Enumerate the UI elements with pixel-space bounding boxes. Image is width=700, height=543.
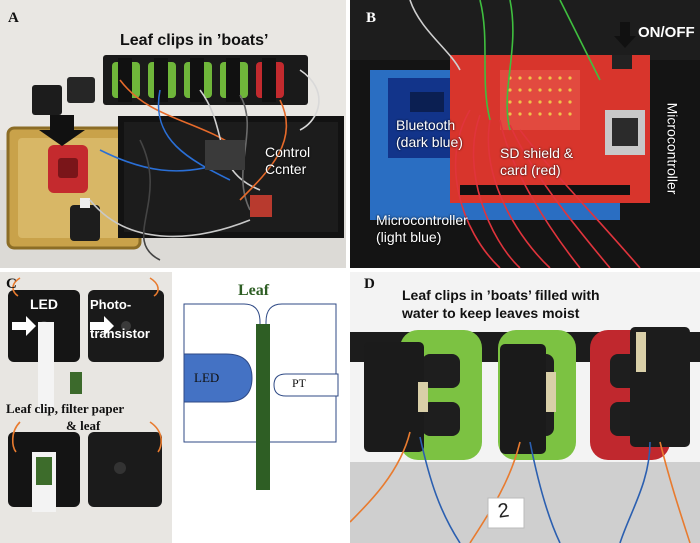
panel-d-title: Leaf clips in ’boats’ filled with water … bbox=[402, 287, 600, 321]
panel-letter-d: D bbox=[364, 276, 375, 292]
panel-d: D Leaf clips in ’boats’ filled with wate… bbox=[350, 272, 700, 543]
diagram-pt-label: PT bbox=[292, 376, 307, 390]
panel-b: B ON/OFF Bluetooth (dark blue) SD shield… bbox=[350, 0, 700, 268]
on-off-label: ON/OFF bbox=[638, 24, 695, 41]
photo-transistor-label: Photo- transistor bbox=[90, 297, 150, 341]
down-arrow-icon bbox=[614, 22, 636, 48]
diagram-svg bbox=[183, 303, 339, 490]
arrow-right-icon bbox=[12, 316, 36, 336]
number-tag bbox=[487, 497, 525, 529]
leaf-clip-diagram: Leaf LED PT bbox=[174, 272, 346, 543]
sd-shield-label: SD shield & card (red) bbox=[500, 145, 574, 178]
leaf-clip-label: Leaf clip, filter paper & leaf bbox=[6, 401, 125, 433]
diagram-right-clip bbox=[265, 303, 337, 443]
diagram-leaf-label: Leaf bbox=[238, 282, 270, 299]
panel-letter-c: C bbox=[6, 276, 17, 292]
panel-a-photo bbox=[0, 0, 346, 268]
diagram-leaf bbox=[256, 324, 270, 490]
diagram-led-label: LED bbox=[194, 370, 220, 385]
panel-c: C LED Photo- transistor Leaf clip, filte… bbox=[0, 272, 172, 543]
microcontroller-vertical-label: Microcontroller bbox=[664, 102, 681, 195]
diagram-pt-shape bbox=[273, 373, 339, 397]
panel-letter-b: B bbox=[366, 10, 377, 26]
bluetooth-label: Bluetooth (dark blue) bbox=[396, 117, 463, 150]
panel-a: A Leaf clips in ’boats’ Control Ccnter bbox=[0, 0, 346, 268]
diagram-led-shape bbox=[183, 353, 253, 403]
led-label: LED bbox=[30, 296, 58, 312]
arrow-icon bbox=[39, 115, 85, 146]
panel-d-photo bbox=[350, 272, 700, 543]
microcontroller-label: Microcontroller (light blue) bbox=[376, 212, 468, 245]
panel-c-photo bbox=[0, 272, 172, 543]
arrow-right-icon-2 bbox=[90, 316, 114, 336]
panel-letter-a: A bbox=[8, 10, 19, 26]
control-center-label: Control Ccnter bbox=[265, 144, 311, 177]
panel-b-photo bbox=[350, 0, 700, 268]
panel-a-title: Leaf clips in ’boats’ bbox=[120, 32, 269, 49]
